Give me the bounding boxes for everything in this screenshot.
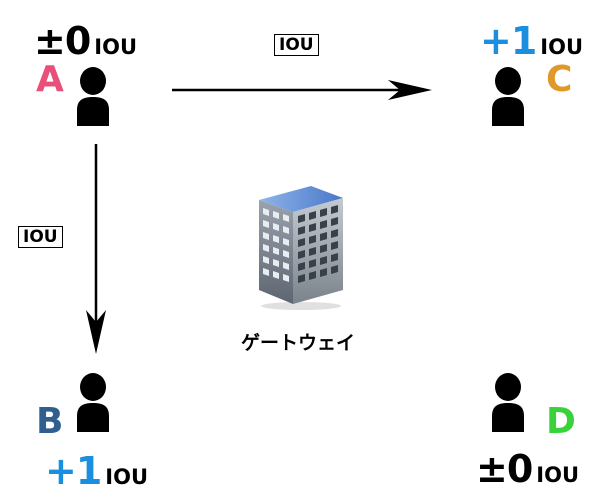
balance-a-amount: ±0 [34, 19, 91, 63]
balance-b-amount: +1 [45, 449, 102, 493]
balance-c-unit: IOU [540, 35, 583, 59]
person-b-icon [77, 373, 109, 432]
balance-c-amount: +1 [480, 19, 537, 63]
node-letter-b: B [36, 401, 64, 442]
person-a-icon [77, 67, 109, 126]
edge-label-a-to-c: IOU [274, 34, 319, 56]
balance-b-unit: IOU [105, 465, 148, 489]
node-letter-c: C [546, 59, 573, 100]
arrow-a-to-c [172, 80, 432, 100]
node-letter-d: D [546, 401, 576, 442]
balance-a-unit: IOU [94, 35, 137, 59]
node-letter-a: A [36, 59, 64, 100]
edge-label-a-to-b: IOU [18, 226, 63, 248]
arrow-a-to-b [86, 144, 106, 354]
balance-d-amount: ±0 [476, 447, 533, 491]
balance-d-unit: IOU [536, 463, 579, 487]
person-c-icon [492, 67, 524, 126]
building-icon [259, 186, 343, 310]
person-d-icon [492, 373, 524, 432]
gateway-label: ゲートウェイ [241, 332, 356, 354]
